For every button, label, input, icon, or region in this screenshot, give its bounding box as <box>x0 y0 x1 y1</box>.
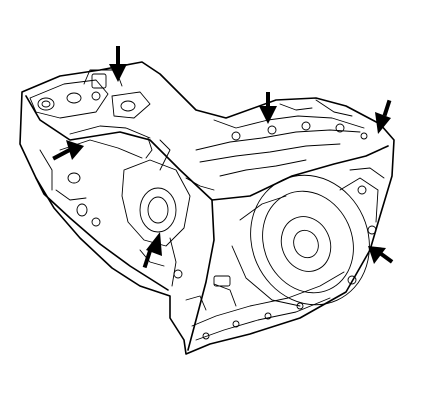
black-arrow-icon <box>142 232 162 269</box>
callout-arrows <box>52 46 394 269</box>
black-arrow-icon <box>375 99 392 134</box>
left-block <box>29 69 151 227</box>
black-arrow-icon <box>259 92 277 124</box>
deck-ribs <box>185 99 368 191</box>
lower-rail <box>185 271 345 341</box>
center-bore <box>121 137 191 287</box>
black-arrow-icon <box>368 246 394 264</box>
case-outline <box>19 61 395 355</box>
bell-housing <box>231 167 385 307</box>
black-arrow-icon <box>52 140 84 161</box>
black-arrow-icon <box>109 46 127 82</box>
